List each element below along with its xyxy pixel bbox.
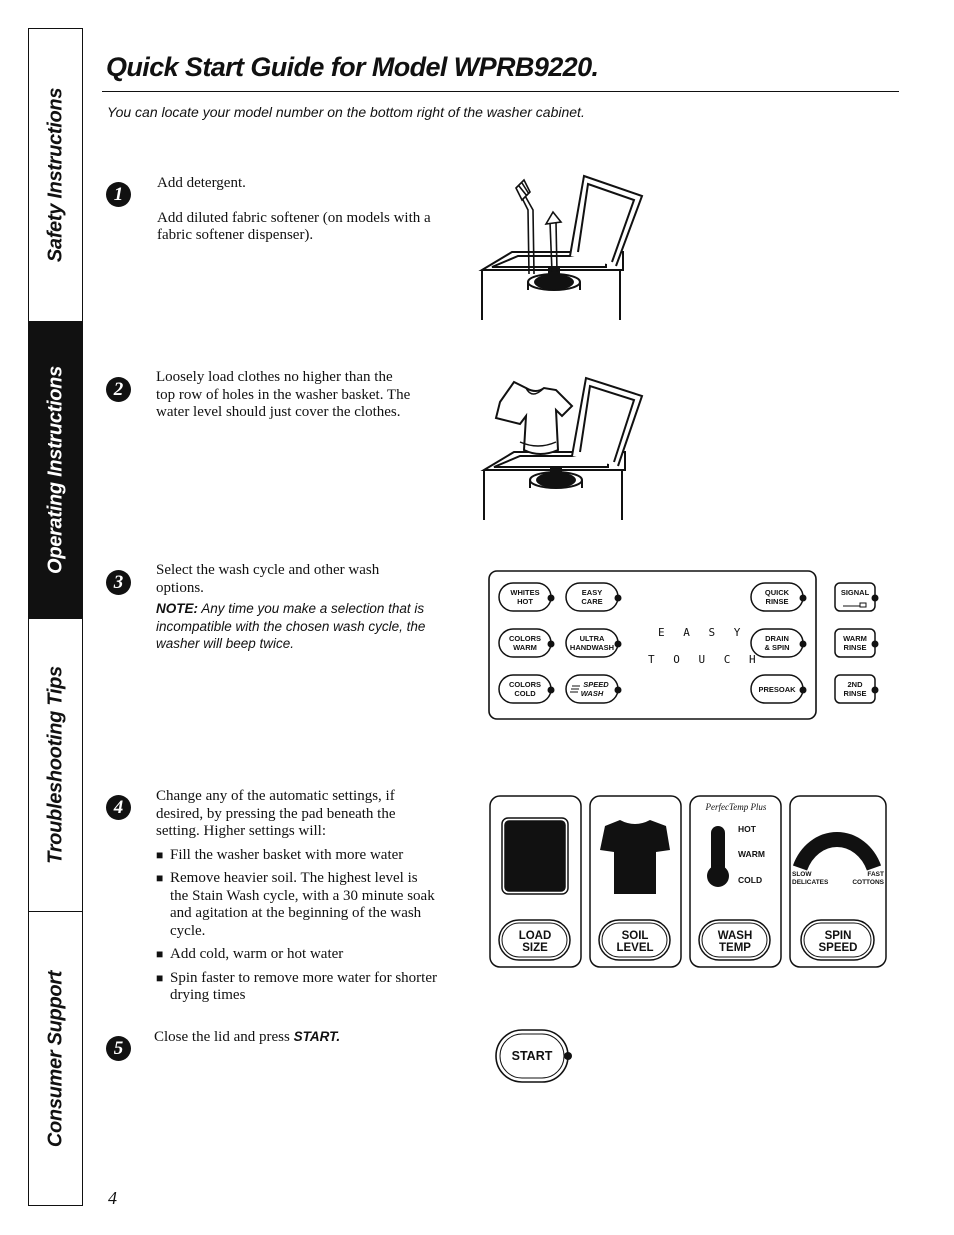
start-emphasis: START. (293, 1029, 341, 1044)
thermometer-icon (707, 826, 729, 887)
touch-label: T O U C H (648, 653, 762, 666)
bullet-item: ■Add cold, warm or hot water (156, 946, 344, 962)
easy-label: E A S Y (658, 626, 746, 639)
start-indicator-light (564, 1052, 572, 1060)
note-label: NOTE: (156, 601, 198, 616)
tab-label: Troubleshooting Tips (44, 666, 66, 864)
tab-troubleshooting-tips[interactable]: Troubleshooting Tips (29, 619, 82, 912)
signal-volume-icon (843, 602, 867, 608)
presoak-button[interactable]: PRESOAK (758, 685, 796, 694)
tab-consumer-support[interactable]: Consumer Support (29, 912, 82, 1205)
load-size-indicator (504, 820, 566, 892)
step-number: 1 (106, 182, 131, 207)
tab-label: Safety Instructions (44, 87, 66, 263)
step-1-text: Add detergent. Add diluted fabric soften… (157, 175, 437, 245)
step-4-text: Change any of the automatic settings, if… (156, 788, 438, 1005)
tab-label: Operating Instructions (44, 366, 66, 574)
step-1-line-2: Add diluted fabric softener (on models w… (157, 209, 431, 244)
speed-wash-lines-icon (570, 685, 580, 693)
step-1-line-1: Add detergent. (157, 175, 246, 191)
step-2-text: Loosely load clothes no higher than the … (156, 369, 411, 420)
step-5-text: Close the lid and press START. (154, 1028, 454, 1047)
perfectemp-brand-label: PerfecTemp Plus (705, 802, 767, 812)
bullet-item: ■Fill the washer basket with more water (156, 846, 404, 863)
step-number: 2 (106, 377, 131, 402)
bullet-item: ■Spin faster to remove more water for sh… (156, 969, 437, 1004)
step-number: 3 (106, 570, 131, 595)
step-3-note: NOTE: Any time you make a selection that… (156, 600, 446, 653)
step-number: 5 (106, 1036, 131, 1061)
step-5-main: Close the lid and press (154, 1029, 294, 1045)
page-subtitle: You can locate your model number on the … (107, 104, 585, 120)
page-title: Quick Start Guide for Model WPRB9220. (106, 52, 599, 82)
step-3-main: Select the wash cycle and other wash opt… (156, 562, 380, 596)
temp-cold-label: COLD (738, 875, 762, 885)
spin-speed-arc-icon (792, 831, 882, 871)
sidebar-nav: Safety Instructions Operating Instructio… (28, 28, 83, 1206)
step-number: 4 (106, 795, 131, 820)
drain-spin-button[interactable]: DRAIN& SPIN (764, 634, 789, 652)
tab-safety-instructions[interactable]: Safety Instructions (29, 29, 82, 322)
tab-operating-instructions[interactable]: Operating Instructions (29, 322, 82, 619)
temp-warm-label: WARM (738, 849, 765, 859)
step-3-text: Select the wash cycle and other wash opt… (156, 562, 446, 653)
note-text: Any time you make a selection that is in… (156, 601, 426, 651)
start-button-label: START (512, 1049, 553, 1063)
title-divider (102, 91, 899, 92)
start-button[interactable]: START (494, 1028, 578, 1086)
step-4-main: Change any of the automatic settings, if… (156, 788, 396, 839)
page-number: 4 (108, 1188, 117, 1208)
soil-shirt-icon (600, 820, 670, 894)
tab-label: Consumer Support (44, 970, 66, 1147)
temp-hot-label: HOT (738, 824, 757, 834)
signal-button[interactable]: SIGNAL (841, 588, 870, 597)
bullet-item: ■Remove heavier soil. The highest level … (156, 870, 435, 939)
washer-detergent-illustration (478, 174, 644, 320)
washer-load-clothes-illustration (480, 376, 644, 520)
